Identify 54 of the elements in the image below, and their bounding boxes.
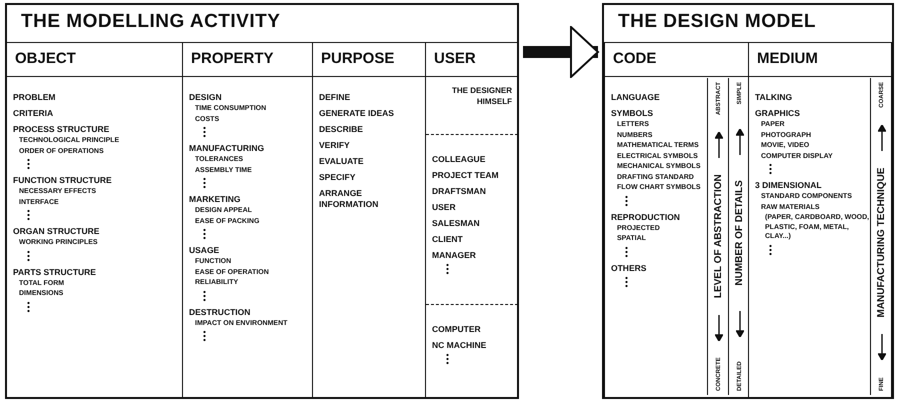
item-text: GRAPHICS [755, 108, 800, 119]
item-text: FUNCTION STRUCTURE [13, 175, 112, 186]
table-column [425, 43, 517, 397]
item-text: 3 DIMENSIONAL [755, 180, 822, 191]
table-panel [5, 3, 519, 399]
item-text: MARKETING [189, 194, 240, 205]
item-text: REPRODUCTION [611, 212, 680, 222]
item-text: MANAGER [432, 250, 476, 261]
item-text: DESCRIBE [319, 124, 363, 135]
item-text: THE DESIGNER HIMSELF [450, 85, 512, 107]
scale-title: MANUFACTURING TECHNIQUE [876, 168, 887, 318]
item-text: ORGAN STRUCTURE [13, 226, 100, 237]
item-text: SALESMAN [432, 218, 480, 229]
column-heading: USER [426, 43, 517, 77]
item-text: DESTRUCTION [189, 306, 250, 318]
column-heading: OBJECT [7, 43, 182, 77]
scale-title: LEVEL OF ABSTRACTION [713, 174, 724, 298]
table-panel [602, 3, 894, 399]
table-column [312, 43, 425, 397]
item-text: USER [432, 202, 456, 213]
item-text: TALKING [755, 92, 792, 103]
item-text: COLLEAGUE [432, 154, 486, 165]
item-text: VERIFY [319, 140, 350, 151]
column-heading: MEDIUM [749, 43, 891, 77]
item-text: CLIENT [432, 234, 463, 245]
item-text: PROCESS STRUCTURE [13, 124, 110, 135]
item-text: EVALUATE [319, 156, 364, 167]
item-text: GENERATE IDEAS [319, 108, 394, 119]
column-heading: PURPOSE [313, 43, 425, 77]
table-column [604, 43, 749, 397]
item-text: PARTS STRUCTURE [13, 266, 96, 278]
item-text: DEFINE [319, 92, 350, 103]
item-text: MANUFACTURING [189, 143, 264, 154]
item-text: DESIGN [189, 92, 222, 103]
scale-title: NUMBER OF DETAILS [734, 180, 745, 286]
table-column [182, 43, 312, 397]
panel-title: THE MODELLING ACTIVITY [21, 11, 280, 33]
item-text: OTHERS [611, 262, 646, 274]
panel-title: THE DESIGN MODEL [618, 11, 816, 33]
item-text: PROBLEM [13, 92, 56, 103]
item-text: SPECIFY [319, 172, 356, 183]
column-heading: CODE [605, 43, 748, 77]
item-text: NC MACHINE [432, 340, 486, 351]
item-text: DRAFTSMAN [432, 186, 486, 197]
item-text: ARRANGE INFORMATION [319, 188, 380, 210]
item-text: USAGE [189, 245, 220, 256]
item-text: CRITERIA [13, 108, 54, 119]
item-text: COMPUTER [432, 324, 481, 335]
column-heading: PROPERTY [183, 43, 312, 77]
item-text: LANGUAGE [611, 92, 660, 103]
item-text: PROJECT TEAM [432, 170, 499, 181]
block-arrow [523, 26, 599, 78]
table-column [749, 43, 892, 397]
item-text: SYMBOLS [611, 108, 654, 119]
